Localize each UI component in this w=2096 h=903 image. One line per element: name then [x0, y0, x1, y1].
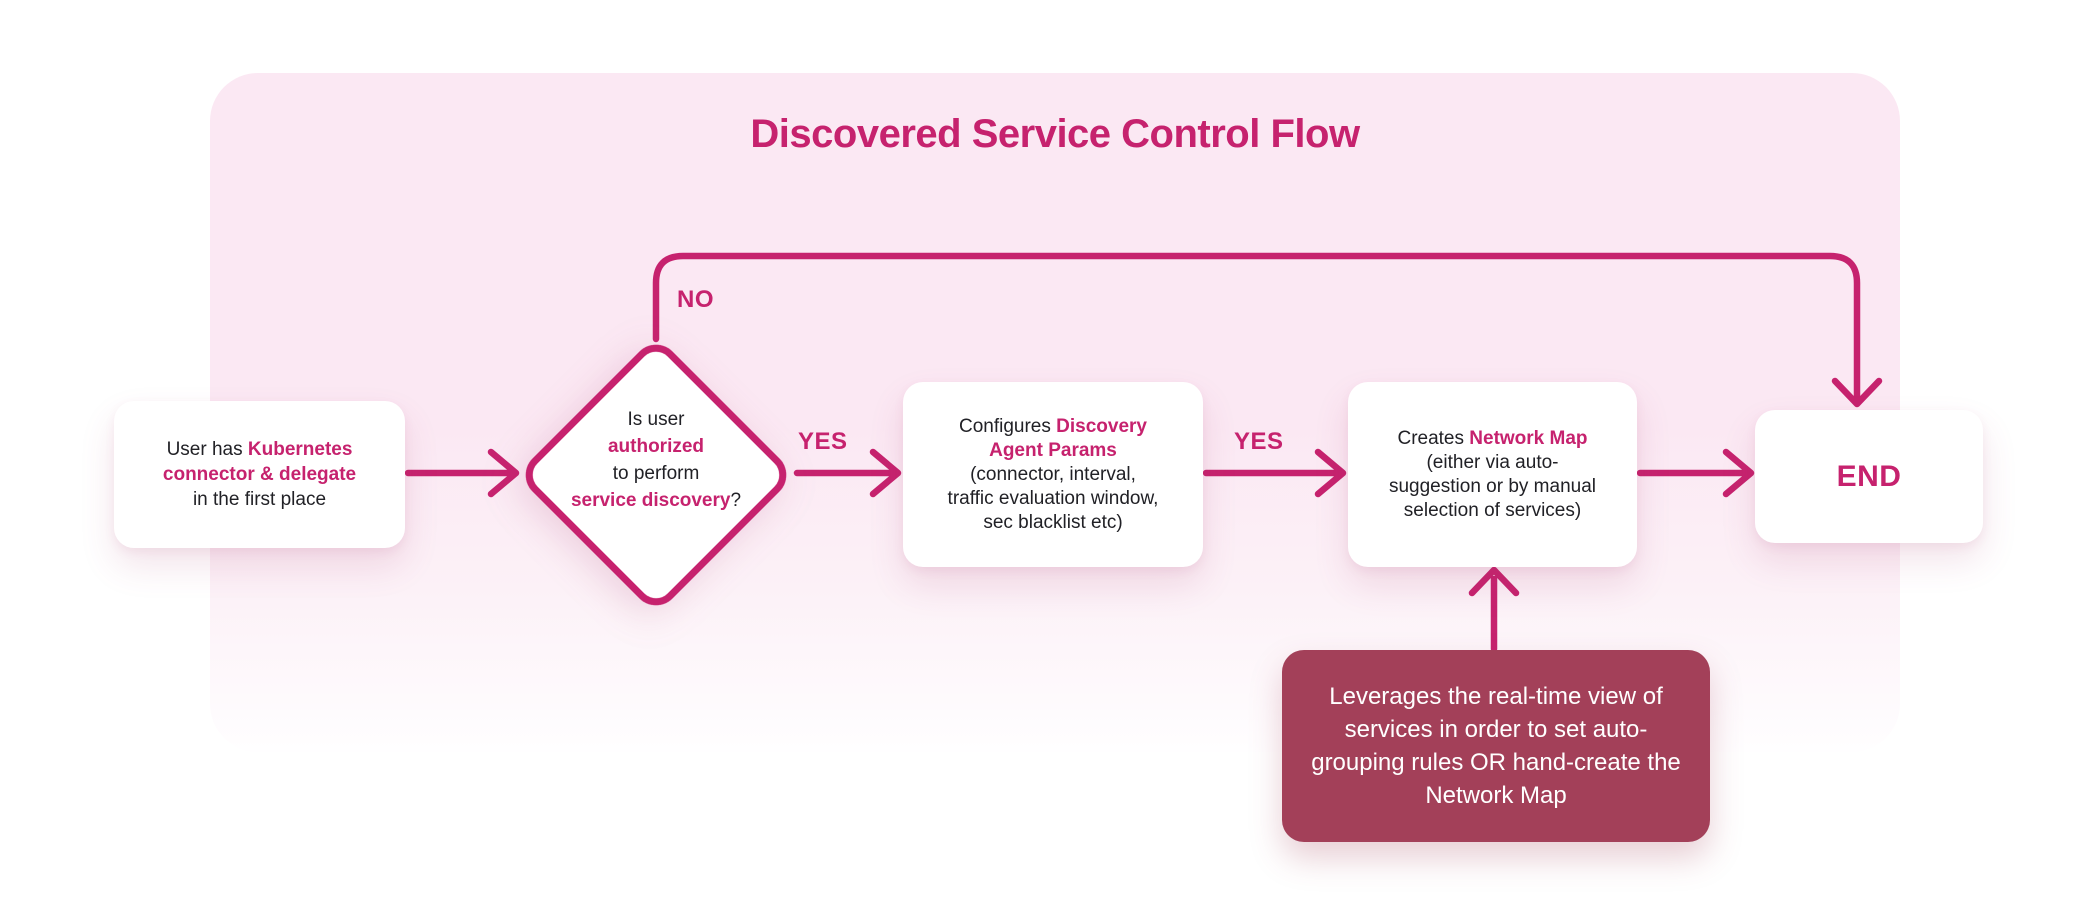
node-configure-line: Agent Params	[989, 439, 1117, 463]
decision-text-part: Is user	[627, 409, 685, 430]
node-configure-line: sec blacklist etc)	[983, 511, 1122, 535]
edge-label-no: NO	[677, 286, 714, 313]
configure-accent-text: Agent Params	[989, 439, 1117, 461]
node-configure-line: traffic evaluation window,	[948, 487, 1159, 511]
configure-text: sec blacklist etc)	[983, 511, 1123, 533]
configure-text: Configures	[958, 415, 1057, 437]
node-configure: Configures Discovery Agent Params (conne…	[903, 382, 1203, 567]
decision-accent-text: authorized	[607, 436, 705, 457]
decision-text-part: ?	[730, 490, 742, 511]
node-start-line: User has Kubernetes	[167, 437, 353, 462]
create-text: (either via auto-	[1426, 451, 1559, 473]
start-accent-text: Kubernetes	[247, 439, 353, 460]
edge-label-yes-second: YES	[1234, 428, 1284, 455]
node-decision-text: Is user authorized to perform service di…	[536, 406, 776, 514]
node-start-line: in the first place	[193, 487, 326, 512]
decision-line: Is user	[536, 406, 776, 433]
configure-text: (connector, interval,	[970, 463, 1136, 485]
decision-accent-text: service discovery	[570, 490, 731, 511]
start-text: in the first place	[192, 489, 327, 510]
decision-line: service discovery?	[536, 487, 776, 514]
create-accent-text: Network Map	[1469, 427, 1588, 449]
note-text: Leverages the real-time view of services…	[1311, 683, 1681, 809]
node-create-line: selection of services)	[1404, 499, 1581, 523]
decision-line: to perform	[536, 460, 776, 487]
node-create-line: suggestion or by manual	[1389, 475, 1596, 499]
diagram-title: Discovered Service Control Flow	[750, 112, 1360, 156]
node-create: Creates Network Map (either via auto- su…	[1348, 382, 1637, 567]
node-start: User has Kubernetes connector & delegate…	[114, 401, 405, 548]
node-create-line: Creates Network Map	[1397, 427, 1587, 451]
decision-line: authorized	[536, 433, 776, 460]
start-accent-text: connector & delegate	[162, 464, 357, 485]
node-configure-line: (connector, interval,	[970, 463, 1136, 487]
node-end: END	[1755, 410, 1983, 543]
start-text: User has	[166, 439, 248, 460]
node-create-line: (either via auto-	[1426, 451, 1558, 475]
configure-text: traffic evaluation window,	[947, 487, 1159, 509]
note-box: Leverages the real-time view of services…	[1282, 650, 1710, 842]
end-label: END	[1836, 459, 1902, 493]
decision-text-part: to perform	[612, 463, 700, 484]
node-start-line: connector & delegate	[163, 462, 356, 487]
create-text: Creates	[1397, 427, 1470, 449]
node-configure-line: Configures Discovery	[959, 415, 1147, 439]
create-text: suggestion or by manual	[1388, 475, 1596, 497]
configure-accent-text: Discovery	[1056, 415, 1147, 437]
create-text: selection of services)	[1403, 499, 1582, 521]
edge-label-yes-first: YES	[798, 428, 848, 455]
